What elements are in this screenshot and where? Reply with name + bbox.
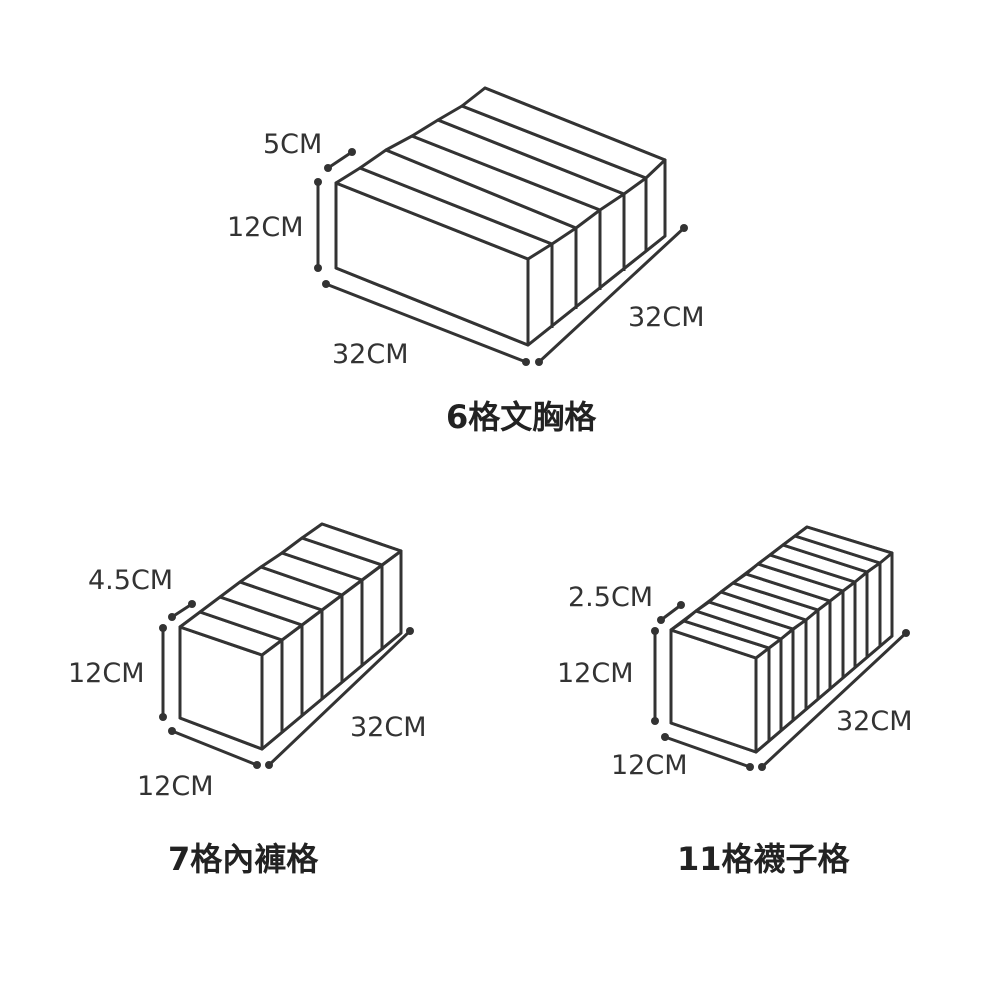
organizer-11-depth-label: 32CM [836, 706, 913, 737]
organizer-6-compartment: 5CM 12CM 32CM 32CM 6格文胸格 [227, 86, 705, 436]
organizer-7-depth-label: 32CM [350, 712, 427, 743]
organizer-11-caption: 11格襪子格 [677, 840, 851, 878]
organizer-6-height-label: 12CM [227, 212, 304, 243]
organizer-7-height-label: 12CM [68, 658, 145, 689]
organizer-7-dividers [178, 522, 403, 732]
organizer-7-compartment: 4.5CM 12CM 12CM 32CM 7格內褲格 [68, 522, 427, 878]
organizer-7-width-label: 12CM [137, 771, 214, 802]
organizer-6-width-label: 32CM [332, 339, 409, 370]
organizer-11-compartment-label: 2.5CM [568, 582, 653, 613]
organizer-7-compartment-label: 4.5CM [88, 565, 173, 596]
organizer-11-compartment: 2.5CM 12CM 12CM 32CM 11格襪子格 [557, 525, 913, 878]
organizer-6-compartment-label: 5CM [263, 129, 322, 160]
organizer-6-dividers [334, 86, 667, 328]
organizer-11-dividers [669, 525, 894, 741]
organizer-11-width-label: 12CM [611, 750, 688, 781]
organizer-11-height-label: 12CM [557, 658, 634, 689]
organizer-6-caption: 6格文胸格 [446, 398, 597, 436]
organizer-7-caption: 7格內褲格 [168, 840, 319, 878]
organizer-6-depth-label: 32CM [628, 302, 705, 333]
